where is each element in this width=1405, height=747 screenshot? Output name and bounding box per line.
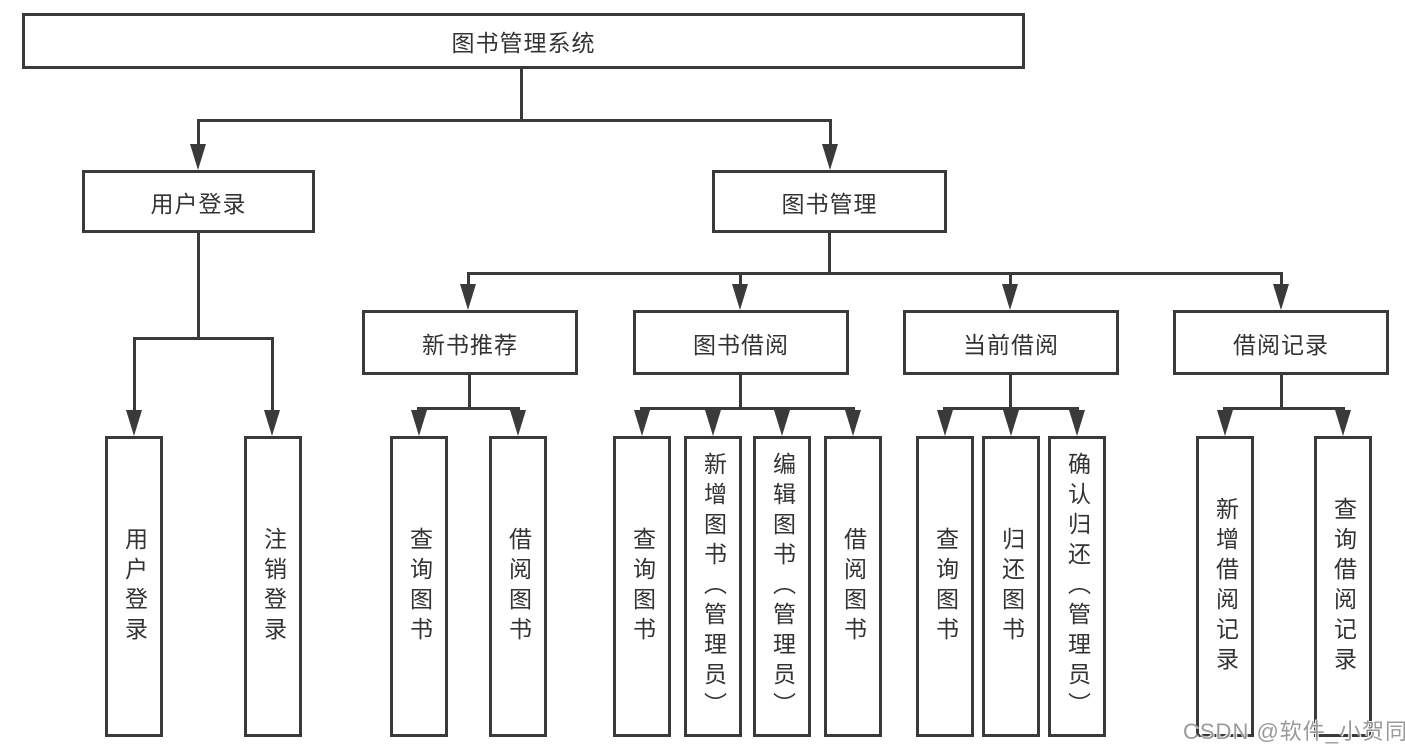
arrow-down-icon	[510, 410, 526, 436]
leaf-current-return-books: 归还图书	[982, 436, 1040, 737]
node-user-login: 用户登录	[82, 170, 315, 233]
leaf-label: 查询图书	[629, 526, 656, 647]
leaf-label: 归还图书	[998, 526, 1025, 647]
connector-line	[1009, 272, 1012, 292]
connector-line	[197, 233, 200, 340]
leaf-current-confirm-return-admin: 确认归还（管理员）	[1048, 436, 1106, 737]
connector-line	[417, 407, 520, 410]
arrow-down-icon	[460, 284, 476, 310]
node-new-book-recommend: 新书推荐	[362, 310, 578, 375]
connector-line	[1280, 272, 1283, 292]
connector-line	[943, 407, 1079, 410]
connector-line	[133, 337, 136, 415]
connector-line	[197, 119, 200, 151]
leaf-user-login: 用户登录	[105, 436, 163, 737]
arrow-down-icon	[1273, 284, 1289, 310]
leaf-newbook-borrow-books: 借阅图书	[489, 436, 547, 737]
leaf-label: 借阅图书	[505, 526, 532, 647]
connector-line	[739, 375, 742, 410]
leaf-label: 注销登录	[260, 526, 287, 647]
leaf-records-query-record: 查询借阅记录	[1314, 436, 1372, 737]
arrow-down-icon	[411, 410, 427, 436]
node-library-system: 图书管理系统	[22, 13, 1025, 69]
leaf-current-query-books: 查询图书	[916, 436, 974, 737]
leaf-records-add-record: 新增借阅记录	[1196, 436, 1254, 737]
arrow-down-icon	[190, 144, 206, 170]
arrow-down-icon	[845, 410, 861, 436]
leaf-borrow-add-books-admin: 新增图书（管理员）	[684, 436, 742, 737]
arrow-down-icon	[1003, 410, 1019, 436]
arrow-down-icon	[937, 410, 953, 436]
connector-line	[828, 233, 831, 275]
arrow-down-icon	[732, 284, 748, 310]
leaf-borrow-query-books: 查询图书	[613, 436, 671, 737]
leaf-label: 新增图书（管理员）	[700, 451, 727, 722]
connector-line	[1280, 375, 1283, 410]
arrow-down-icon	[264, 410, 280, 436]
node-current-borrow: 当前借阅	[903, 310, 1119, 375]
connector-line	[1009, 375, 1012, 410]
leaf-label: 查询借阅记录	[1330, 496, 1357, 677]
connector-line	[739, 272, 742, 292]
connector-line	[1223, 407, 1345, 410]
leaf-label: 用户登录	[121, 526, 148, 647]
connector-line	[829, 119, 832, 151]
leaf-label: 查询图书	[932, 526, 959, 647]
arrow-down-icon	[126, 410, 142, 436]
leaf-label: 确认归还（管理员）	[1064, 451, 1091, 722]
connector-line	[467, 272, 470, 292]
arrow-down-icon	[774, 410, 790, 436]
leaf-borrow-borrow-books: 借阅图书	[824, 436, 882, 737]
arrow-down-icon	[1002, 284, 1018, 310]
connector-line	[640, 407, 855, 410]
arrow-down-icon	[634, 410, 650, 436]
node-book-management: 图书管理	[712, 170, 947, 233]
connector-line	[468, 375, 471, 410]
arrow-down-icon	[1335, 410, 1351, 436]
connector-line	[467, 272, 1283, 275]
leaf-logout: 注销登录	[244, 436, 302, 737]
arrow-down-icon	[705, 410, 721, 436]
arrow-down-icon	[822, 144, 838, 170]
watermark-text: CSDN @软件_小贺同学	[1183, 719, 1405, 744]
leaf-label: 借阅图书	[840, 526, 867, 647]
leaf-label: 查询图书	[406, 526, 433, 647]
connector-line	[133, 337, 274, 340]
node-book-borrow: 图书借阅	[633, 310, 849, 375]
connector-line	[520, 69, 523, 122]
leaf-borrow-edit-books-admin: 编辑图书（管理员）	[753, 436, 811, 737]
leaf-label: 编辑图书（管理员）	[769, 451, 796, 722]
arrow-down-icon	[1217, 410, 1233, 436]
arrow-down-icon	[1069, 410, 1085, 436]
leaf-newbook-query-books: 查询图书	[390, 436, 448, 737]
connector-line	[197, 119, 831, 122]
node-borrow-records: 借阅记录	[1173, 310, 1389, 375]
connector-line	[271, 337, 274, 415]
leaf-label: 新增借阅记录	[1212, 496, 1239, 677]
